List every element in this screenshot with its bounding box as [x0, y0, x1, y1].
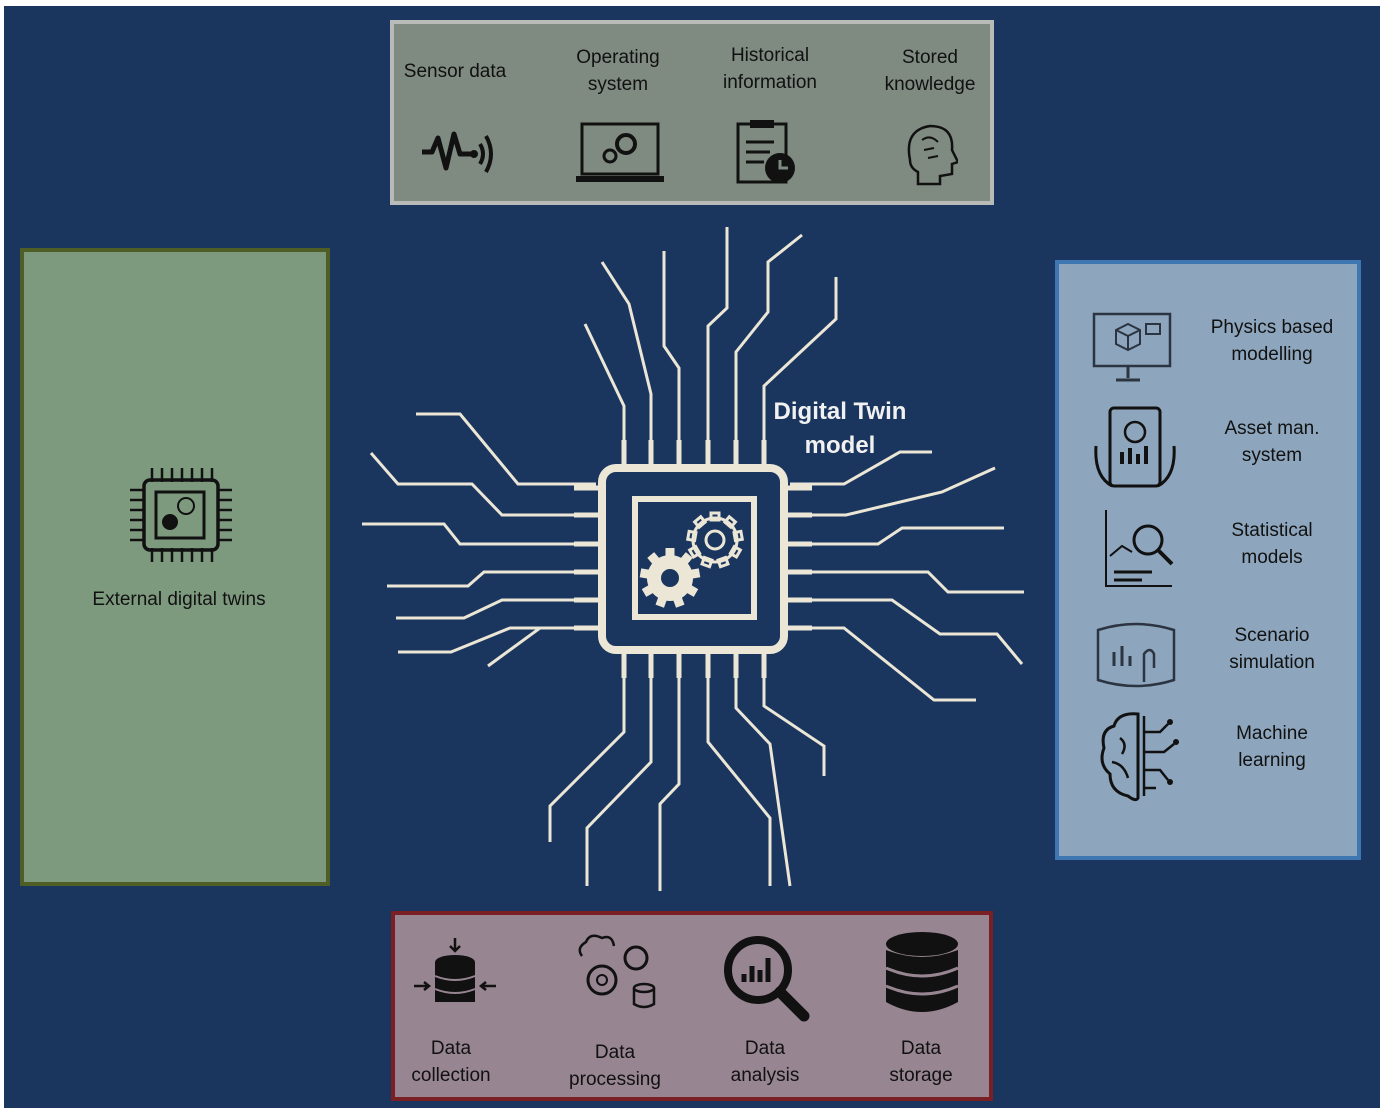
circuit-trace: [369, 452, 596, 517]
circuit-trace: [662, 251, 681, 462]
gear-tooth: [732, 529, 745, 543]
chip-gears-icon: [130, 468, 232, 562]
model-label-statistical: Statistical models: [1231, 520, 1313, 568]
inputs-panel: [390, 20, 994, 205]
circuit-trace: [548, 656, 626, 842]
clipboard-clock-icon: [736, 120, 795, 184]
model-label-scenario: Scenario simulation: [1229, 625, 1315, 673]
head-brain-icon: [907, 124, 958, 186]
circuit-trace: [387, 570, 596, 588]
circuit-trace: [396, 598, 596, 620]
circuit-trace: [790, 570, 1024, 594]
data-label-storage: Data storage: [889, 1038, 953, 1086]
chart-magnifier-icon: [1105, 510, 1174, 587]
gear-tooth: [685, 529, 698, 543]
gear-tooth: [639, 568, 651, 579]
gear-tooth: [685, 584, 699, 597]
input-label-historical-information: Historical information: [723, 45, 817, 93]
gear-tooth: [722, 514, 738, 530]
gear-tooth: [716, 555, 730, 569]
input-label-sensor-data: Sensor data: [403, 61, 507, 82]
data-label-processing: Data processing: [569, 1042, 661, 1090]
circuit-trace: [583, 323, 626, 462]
gear-tooth: [709, 511, 721, 522]
input-label-stored-knowledge: Stored knowledge: [884, 47, 976, 95]
external-twins-label: External digital twins: [92, 589, 266, 610]
circuit-trace: [585, 656, 653, 886]
diagram-canvas: Digital Twin model Sensor data Operating…: [4, 6, 1380, 1108]
circuit-trace: [706, 227, 729, 462]
gear-tooth: [655, 596, 668, 608]
circuit-trace: [416, 412, 596, 486]
circuit-trace: [487, 626, 596, 668]
database-arrows-icon: [414, 938, 496, 1002]
digital-twin-title: Digital Twin model: [773, 398, 907, 459]
model-label-ml: Machine learning: [1236, 723, 1308, 771]
circuit-trace: [790, 466, 996, 517]
circuit-trace: [362, 522, 596, 546]
gear-tooth: [680, 552, 693, 565]
sensor-signal-icon: [422, 131, 493, 173]
model-label-physics: Physics based modelling: [1210, 317, 1334, 365]
circuit-trace: [658, 656, 681, 891]
monitor-cube-icon: [1092, 312, 1172, 382]
magnifier-bars-icon: [724, 936, 810, 1022]
circuit-trace: [706, 656, 772, 886]
gear-tooth: [689, 568, 701, 579]
database-icon: [885, 932, 959, 1012]
input-label-operating-system: Operating system: [576, 47, 660, 95]
gear-tooth: [647, 552, 660, 565]
brain-circuit-icon: [1100, 712, 1179, 802]
touch-screen-icon: [1096, 622, 1176, 688]
gear-tooth: [700, 555, 714, 569]
laptop-gears-icon: [576, 122, 664, 182]
circuit-trace: [790, 526, 1004, 546]
gear-tooth: [672, 596, 685, 608]
data-label-analysis: Data analysis: [730, 1038, 800, 1086]
circuit-trace: [734, 656, 792, 887]
circuit-trace: [734, 233, 803, 462]
circuit-trace: [790, 598, 1024, 665]
circuit-trace: [790, 450, 932, 486]
data-label-collection: Data collection: [411, 1038, 491, 1086]
circuit-trace: [790, 626, 976, 702]
tablet-dashboard-icon: [1094, 406, 1176, 488]
gear-tooth: [728, 544, 743, 560]
digital-twin-chip-icon: [362, 227, 1024, 891]
circuit-trace: [762, 656, 826, 776]
circuit-trace: [398, 626, 596, 654]
gear-tooth: [641, 584, 655, 597]
circuit-trace: [762, 277, 838, 462]
gear-tooth: [687, 544, 702, 560]
gear-tooth: [692, 514, 708, 530]
external-twins-panel: [20, 248, 330, 886]
cloud-gears-database-icon: [578, 934, 656, 1009]
gear-tooth: [665, 548, 675, 557]
model-label-asset: Asset man. system: [1224, 418, 1320, 466]
circuit-trace: [600, 261, 653, 462]
